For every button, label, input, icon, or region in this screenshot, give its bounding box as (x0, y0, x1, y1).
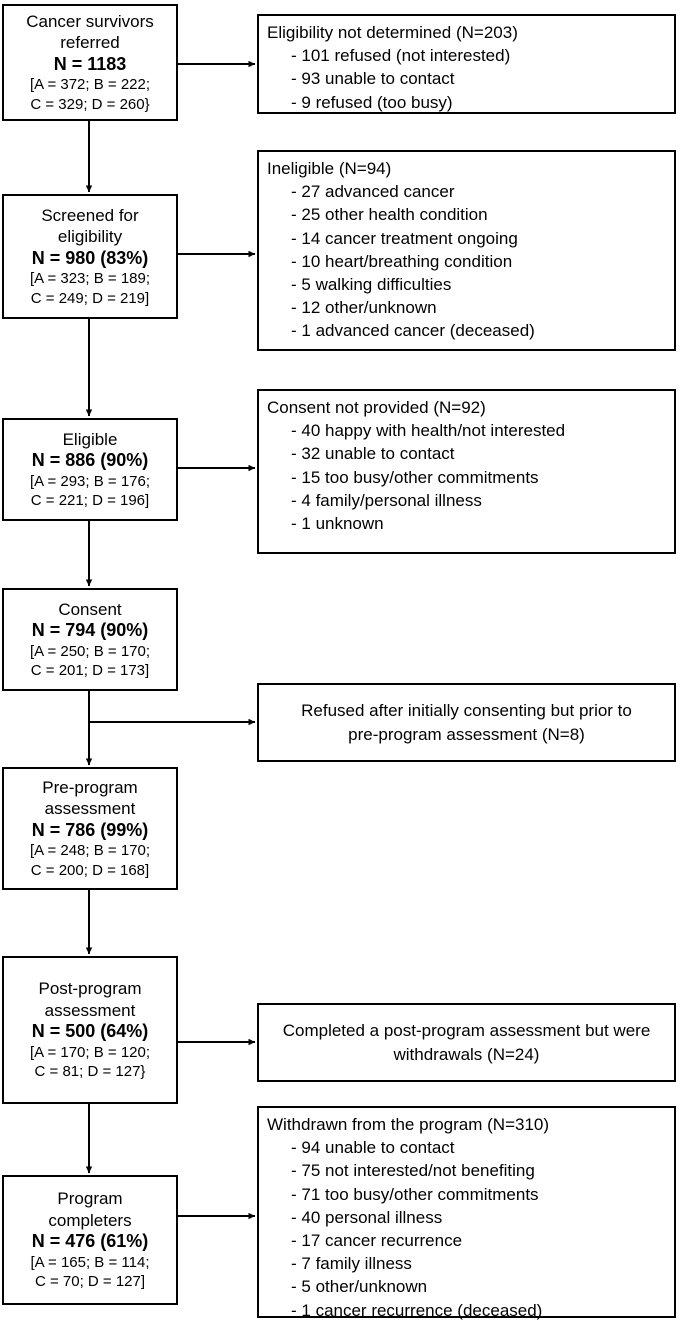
step-breakdown: [A = 250; B = 170; (29, 642, 151, 660)
exclusion-consent-not-provided: Consent not provided (N=92) 40 happy wit… (257, 389, 676, 554)
step-breakdown: C = 70; D = 127] (34, 1273, 146, 1291)
reason-item: 15 too busy/other commitments (291, 466, 674, 489)
exclusion-not-determined: Eligibility not determined (N=203) 101 r… (257, 14, 676, 114)
reason-item: 75 not interested/not benefiting (291, 1159, 674, 1182)
step-count: N = 1183 (53, 53, 127, 74)
step-title: Program (57, 1189, 123, 1209)
exclusion-reasons: 40 happy with health/not interested 32 u… (267, 419, 674, 535)
exclusion-text: Refused after initially consenting but p… (301, 701, 632, 721)
reason-item: 25 other health condition (291, 203, 674, 226)
exclusion-heading: Consent not provided (N=92) (267, 398, 486, 417)
exclusion-text: pre-program assessment (N=8) (348, 724, 585, 744)
step-breakdown: C = 81; D = 127} (34, 1063, 146, 1081)
step-title: assessment (44, 799, 136, 819)
step-breakdown: [A = 165; B = 114; (30, 1253, 150, 1271)
step-title: referred (60, 33, 120, 53)
step-referred: Cancer survivors referred N = 1183 [A = … (2, 4, 178, 121)
step-breakdown: C = 200; D = 168] (30, 861, 150, 879)
exclusion-heading: Eligibility not determined (N=203) (267, 23, 518, 42)
step-breakdown: C = 249; D = 219] (30, 289, 150, 307)
reason-item: 5 other/unknown (291, 1275, 674, 1298)
step-completers: Program completers N = 476 (61%) [A = 16… (2, 1175, 178, 1305)
exclusion-reasons: 94 unable to contact 75 not interested/n… (267, 1136, 674, 1322)
step-title: Post-program (38, 979, 142, 999)
step-count: N = 476 (61%) (31, 1231, 149, 1252)
step-breakdown: C = 201; D = 173] (30, 662, 150, 679)
step-breakdown: [A = 293; B = 176; (29, 472, 151, 490)
reason-item: 17 cancer recurrence (291, 1229, 674, 1252)
step-screened: Screened for eligibility N = 980 (83%) [… (2, 194, 178, 319)
reason-item: 40 happy with health/not interested (291, 419, 674, 442)
exclusion-text: Completed a post-program assessment but … (282, 1021, 651, 1041)
step-title: Consent (58, 599, 122, 619)
exclusion-reasons: 101 refused (not interested) 93 unable t… (267, 44, 674, 114)
reason-item: 10 heart/breathing condition (291, 250, 674, 273)
exclusion-heading: Ineligible (N=94) (267, 159, 392, 178)
reason-item: 32 unable to contact (291, 442, 674, 465)
exclusion-post-program-withdrawals: Completed a post-program assessment but … (257, 1003, 676, 1082)
reason-item: 14 cancer treatment ongoing (291, 227, 674, 250)
step-title: assessment (44, 1000, 136, 1020)
step-post-program: Post-program assessment N = 500 (64%) [A… (2, 956, 178, 1104)
step-title: Cancer survivors (26, 11, 154, 31)
step-count: N = 794 (90%) (31, 620, 149, 640)
reason-item: 101 refused (not interested) (291, 44, 674, 67)
step-count: N = 786 (99%) (31, 819, 149, 840)
step-breakdown: [A = 323; B = 189; (29, 270, 151, 288)
step-title: Eligible (62, 429, 118, 449)
step-consent: Consent N = 794 (90%) [A = 250; B = 170;… (2, 588, 178, 691)
reason-item: 7 family illness (291, 1252, 674, 1275)
step-breakdown: C = 221; D = 196] (30, 492, 150, 509)
step-pre-program: Pre-program assessment N = 786 (99%) [A … (2, 767, 178, 890)
reason-item: 40 personal illness (291, 1206, 674, 1229)
step-title: completers (48, 1210, 132, 1230)
reason-item: 9 refused (too busy) (291, 91, 674, 114)
step-breakdown: [A = 248; B = 170; (29, 842, 151, 860)
exclusion-text: withdrawals (N=24) (393, 1044, 540, 1064)
exclusion-ineligible: Ineligible (N=94) 27 advanced cancer 25 … (257, 150, 676, 351)
step-breakdown: C = 329; D = 260} (30, 95, 150, 113)
exclusion-refused-after-consent: Refused after initially consenting but p… (257, 683, 676, 762)
exclusion-withdrawn: Withdrawn from the program (N=310) 94 un… (257, 1106, 676, 1320)
step-title: Screened for (41, 205, 139, 225)
step-title: Pre-program (42, 777, 138, 797)
step-count: N = 886 (90%) (31, 450, 149, 470)
reason-item: 12 other/unknown (291, 296, 674, 319)
reason-item: 71 too busy/other commitments (291, 1183, 674, 1206)
reason-item: 93 unable to contact (291, 67, 674, 90)
reason-item: 4 family/personal illness (291, 489, 674, 512)
reason-item: 1 unknown (291, 512, 674, 535)
step-title: eligibility (57, 227, 123, 247)
reason-item: 1 cancer recurrence (deceased) (291, 1299, 674, 1322)
reason-item: 5 walking difficulties (291, 273, 674, 296)
reason-item: 94 unable to contact (291, 1136, 674, 1159)
step-count: N = 980 (83%) (31, 247, 149, 268)
step-breakdown: [A = 372; B = 222; (29, 76, 151, 94)
step-count: N = 500 (64%) (31, 1021, 149, 1042)
reason-item: 1 advanced cancer (deceased) (291, 319, 674, 342)
step-eligible: Eligible N = 886 (90%) [A = 293; B = 176… (2, 418, 178, 521)
reason-item: 27 advanced cancer (291, 180, 674, 203)
exclusion-heading: Withdrawn from the program (N=310) (267, 1115, 550, 1134)
step-breakdown: [A = 170; B = 120; (29, 1043, 151, 1061)
exclusion-reasons: 27 advanced cancer 25 other health condi… (267, 180, 674, 342)
